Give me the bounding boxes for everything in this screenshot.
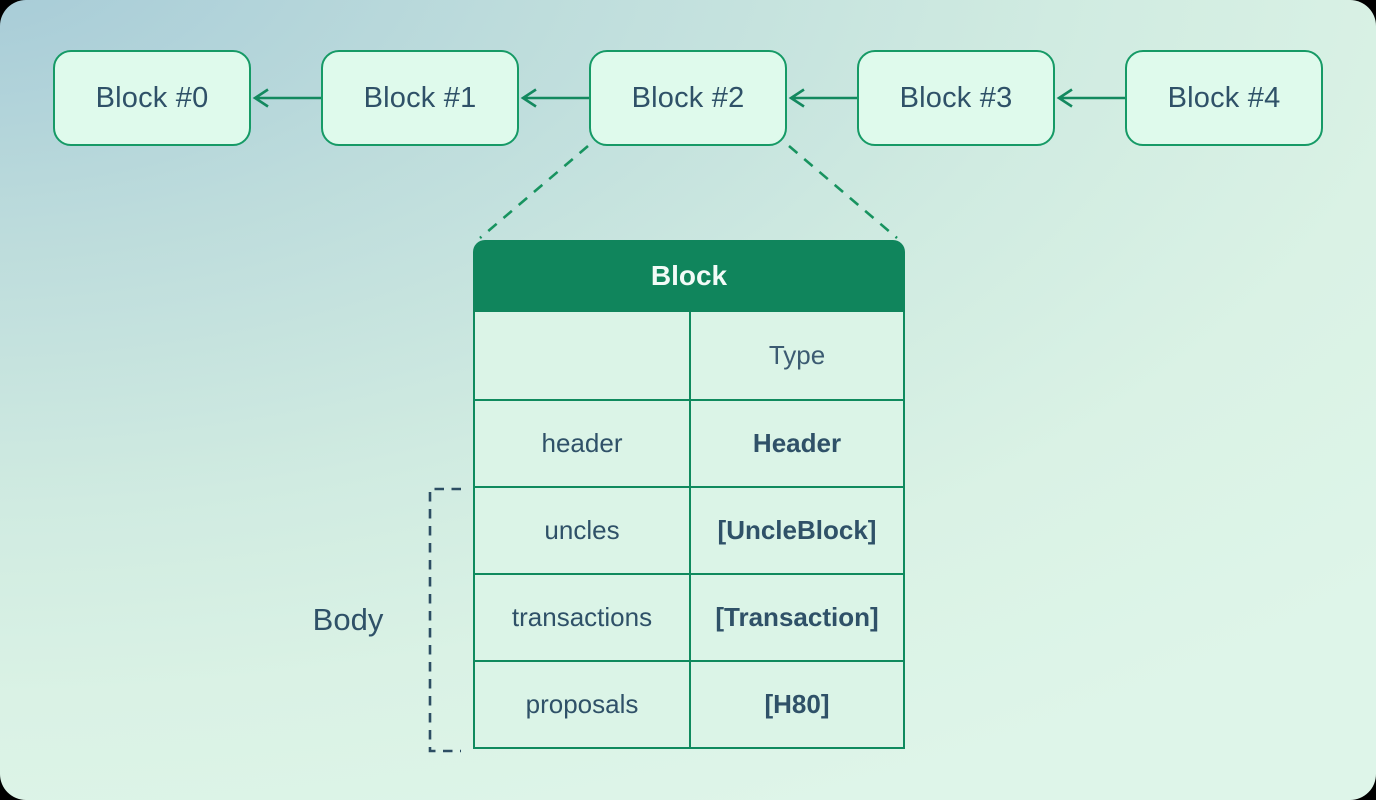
field-name: header <box>475 401 691 486</box>
table-row: uncles [UncleBlock] <box>475 486 903 573</box>
block-node-label: Block #0 <box>95 81 209 114</box>
field-name: uncles <box>475 488 691 573</box>
block-node-label: Block #1 <box>363 81 477 114</box>
block-node-0: Block #0 <box>53 50 251 146</box>
table-row: transactions [Transaction] <box>475 573 903 660</box>
table-row: header Header <box>475 399 903 486</box>
arrow-left-icon <box>520 88 589 108</box>
block-node-label: Block #2 <box>631 81 745 114</box>
block-detail-table: Block Type header Header uncles [UncleBl… <box>473 240 905 749</box>
block-node-label: Block #4 <box>1167 81 1281 114</box>
expansion-connector-right <box>788 145 898 239</box>
block-node-3: Block #3 <box>857 50 1055 146</box>
field-type: [Transaction] <box>715 602 879 632</box>
table-rows: Type header Header uncles [UncleBlock] t… <box>473 312 905 749</box>
block-node-1: Block #1 <box>321 50 519 146</box>
column-header-type: Type <box>768 340 826 370</box>
body-bracket-label: Body <box>312 602 384 637</box>
block-node-2: Block #2 <box>589 50 787 146</box>
field-type: [H80] <box>764 689 830 719</box>
field-type: Header <box>752 428 842 458</box>
field-name: transactions <box>475 575 691 660</box>
block-node-label: Block #3 <box>899 81 1013 114</box>
table-title: Block <box>473 240 905 312</box>
arrow-left-icon <box>1056 88 1125 108</box>
field-type: [UncleBlock] <box>717 515 877 545</box>
column-header-field <box>475 312 691 399</box>
table-row: proposals [H80] <box>475 660 903 747</box>
arrow-left-icon <box>788 88 857 108</box>
field-name: proposals <box>475 662 691 747</box>
body-bracket <box>428 487 461 753</box>
table-header-row: Type <box>475 312 903 399</box>
block-node-4: Block #4 <box>1125 50 1323 146</box>
arrow-left-icon <box>252 88 321 108</box>
expansion-connector-left <box>479 145 589 239</box>
